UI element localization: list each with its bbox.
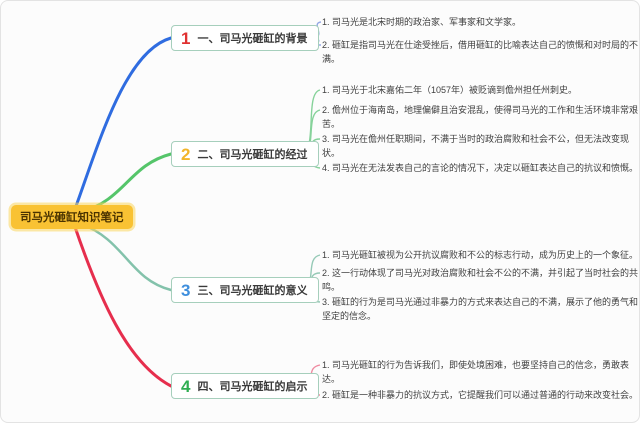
branch-4-curve xyxy=(73,225,173,388)
branch-number: 3 xyxy=(181,280,191,300)
note-item[interactable]: 3. 砸缸的行为是司马光通过非暴力的方式来表达自己的不满，展示了他的勇气和坚定的… xyxy=(322,297,639,321)
note-item[interactable]: 1. 司马光砸缸的行为告诉我们，即使处境困难，也要坚持自己的信念，勇敢表达。 xyxy=(322,360,630,384)
note-item[interactable]: 2. 砸缸是指司马光在仕途受挫后，借用砸缸的比喻表达自己的愤慨和对时局的不满。 xyxy=(322,40,639,64)
note-item[interactable]: 4. 司马光在无法发表自己的言论的情况下，决定以砸缸表达自己的抗议和愤慨。 xyxy=(322,163,639,173)
root-topic[interactable]: 司马光砸缸知识笔记 xyxy=(11,205,133,229)
branch-topic-background[interactable]: 1 一、司马光砸缸的背景 xyxy=(171,25,320,51)
branch-number: 1 xyxy=(181,28,191,48)
branch-label: 四、司马光砸缸的启示 xyxy=(197,381,308,393)
note-item[interactable]: 2. 砸缸是一种非暴力的抗议方式，它提醒我们可以通过普通的行动来改变社会。 xyxy=(322,390,639,400)
note-item[interactable]: 2. 儋州位于海南岛，地理偏僻且治安混乱，使得司马光的工作和生活环境非常艰苦。 xyxy=(322,105,639,129)
branch-1-curve xyxy=(73,36,173,211)
note-item[interactable]: 1. 司马光砸缸被视为公开抗议腐败和不公的标志行动，成为历史上的一个象征。 xyxy=(322,250,639,260)
branch-number: 4 xyxy=(181,376,191,396)
branch-3-curve xyxy=(79,222,173,292)
branch-label: 三、司马光砸缸的意义 xyxy=(197,285,308,297)
branch-label: 一、司马光砸缸的背景 xyxy=(197,33,308,45)
branch-topic-significance[interactable]: 3 三、司马光砸缸的意义 xyxy=(171,277,320,303)
note-item[interactable]: 2. 这一行动体现了司马光对政治腐败和社会不公的不满，并引起了当时社会的共鸣。 xyxy=(322,268,639,292)
note-item[interactable]: 3. 司马光在儋州任职期间，不满于当时的政治腐败和社会不公，但无法改变现状。 xyxy=(322,134,630,158)
branch-number: 2 xyxy=(181,144,191,164)
note-item[interactable]: 1. 司马光于北宋嘉佑二年（1057年）被贬谪到儋州担任州刺史。 xyxy=(322,85,578,95)
note-item[interactable]: 1. 司马光是北宋时期的政治家、军事家和文学家。 xyxy=(322,17,522,27)
branch-topic-process[interactable]: 2 二、司马光砸缸的经过 xyxy=(171,141,320,167)
branch-topic-inspiration[interactable]: 4 四、司马光砸缸的启示 xyxy=(171,373,320,399)
branch-2-curve xyxy=(79,152,173,214)
branch-label: 二、司马光砸缸的经过 xyxy=(197,149,308,161)
